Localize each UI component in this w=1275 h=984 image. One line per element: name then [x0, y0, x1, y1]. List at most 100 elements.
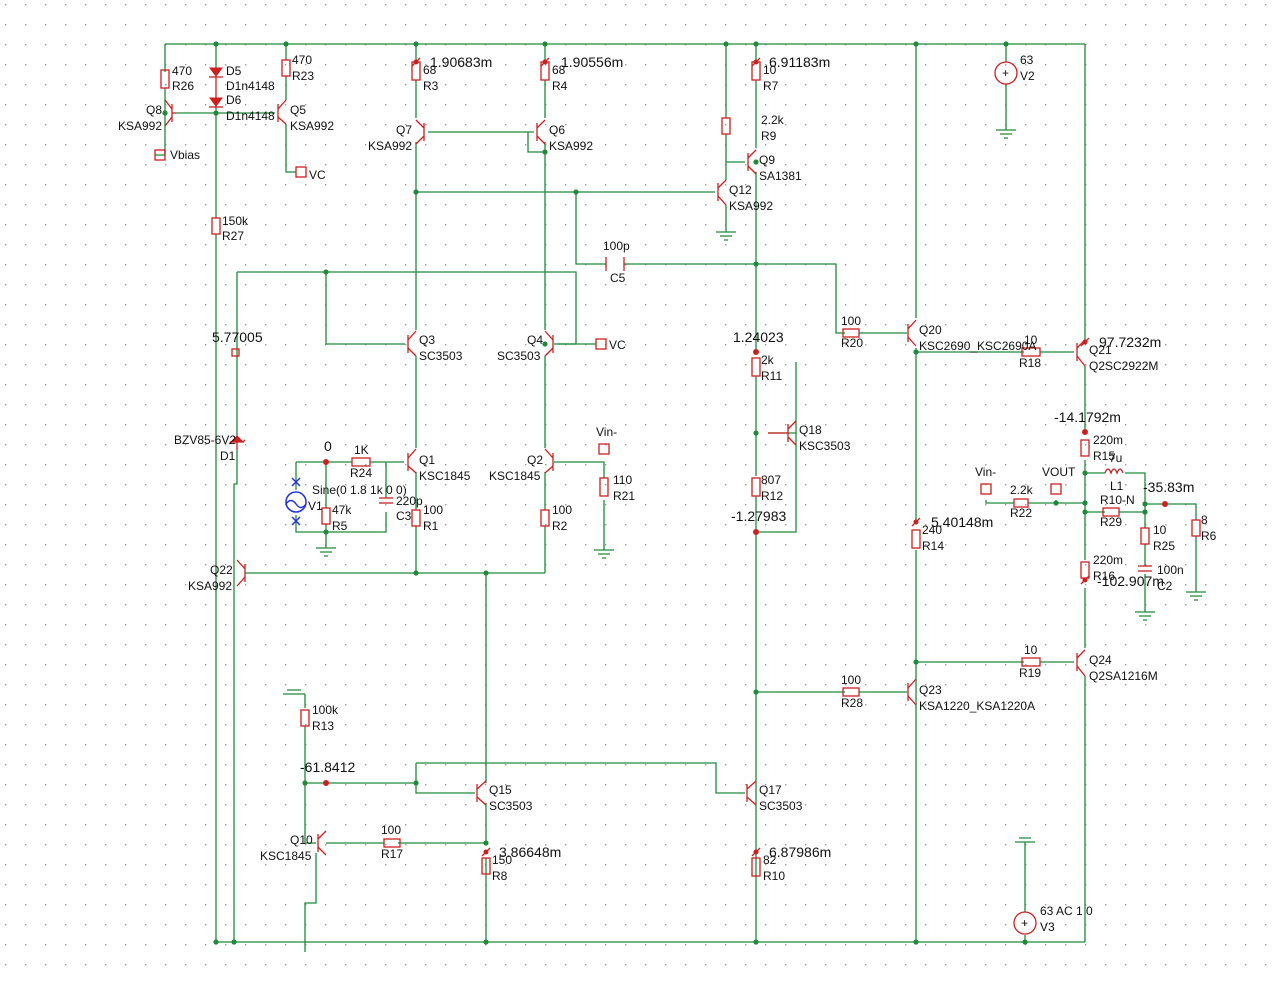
- component-label: 807: [761, 473, 781, 487]
- component-label: 63 AC 1 0: [1040, 904, 1093, 918]
- inductor-L1[interactable]: [1104, 468, 1124, 475]
- component-label: KSA1220_KSA1220A: [919, 699, 1035, 713]
- component-label: Q6: [549, 123, 565, 137]
- probe-markers: [323, 57, 1168, 857]
- component-label: 220p: [396, 494, 423, 508]
- component-label: D1n4148: [226, 109, 275, 123]
- component-label: Vin-: [596, 425, 617, 439]
- resistors[interactable]: [160, 59, 1201, 877]
- component-label: 470: [172, 64, 192, 78]
- component-label: KSA992: [118, 119, 162, 133]
- probe-value: 3.86648m: [499, 844, 561, 860]
- probe-value: 1.24023: [733, 329, 784, 345]
- component-label: KSA992: [549, 139, 593, 153]
- component-label: 7u: [1109, 451, 1122, 465]
- component-label: 100: [552, 503, 572, 517]
- transistors[interactable]: [164, 99, 1086, 856]
- svg-text:+: +: [1021, 916, 1028, 930]
- component-label: V3: [1040, 920, 1055, 934]
- component-label: 68: [552, 63, 566, 77]
- probe-value: 5.77005: [212, 329, 263, 345]
- probe-values: 1.90683m 1.90556m 6.91183m 5.77005 1.24023 97…: [212, 54, 1194, 860]
- component-label: SC3503: [489, 799, 533, 813]
- component-label: R27: [222, 229, 244, 243]
- component-label: R10: [763, 869, 785, 883]
- component-label: 150k: [222, 214, 249, 228]
- component-label: 100: [381, 823, 401, 837]
- component-label: Q23: [919, 683, 942, 697]
- component-label: 100p: [603, 239, 630, 253]
- wires: [155, 43, 1197, 952]
- component-label: 100: [423, 503, 443, 517]
- component-label: Q1: [419, 453, 435, 467]
- probe-value: -14.1792m: [1054, 409, 1121, 425]
- component-label: R7: [763, 79, 779, 93]
- capacitors[interactable]: [379, 257, 1152, 572]
- component-label: KSA992: [368, 139, 412, 153]
- component-label: Q17: [759, 783, 782, 797]
- probe-value: -102.907m: [1097, 573, 1164, 589]
- component-label: C2: [1157, 579, 1173, 593]
- component-label: 47k: [332, 503, 352, 517]
- component-label: 63: [1020, 53, 1034, 67]
- component-label: Q20: [919, 323, 942, 337]
- component-label: 100: [841, 314, 861, 328]
- component-label: 150: [492, 853, 512, 867]
- component-label: Q22: [210, 563, 233, 577]
- component-label: D1: [220, 449, 236, 463]
- component-label: KSC1845: [260, 849, 312, 863]
- component-label: 220m: [1093, 433, 1123, 447]
- component-label: Q5: [290, 103, 306, 117]
- component-label: KSA992: [729, 199, 773, 213]
- probe-value: 1.90683m: [430, 54, 492, 70]
- component-label: SA1381: [759, 169, 802, 183]
- junctions: [162, 41, 1148, 945]
- component-label: R2: [552, 519, 568, 533]
- component-label: Q4: [527, 333, 543, 347]
- component-label: D6: [226, 93, 242, 107]
- component-label: R10-N: [1100, 493, 1135, 507]
- component-label: 2k: [761, 353, 775, 367]
- component-label: Q24: [1089, 653, 1112, 667]
- probe-value: 6.91183m: [769, 54, 830, 70]
- component-label: Q7: [396, 123, 412, 137]
- component-label: R26: [172, 79, 194, 93]
- probe-value: 1.90556m: [561, 54, 623, 70]
- component-label: SC3503: [419, 349, 463, 363]
- component-label: 220m: [1093, 553, 1123, 567]
- component-label: SC3503: [759, 799, 803, 813]
- component-label: 100n: [1157, 563, 1184, 577]
- component-label: Q2SA1216M: [1089, 669, 1158, 683]
- component-label: R11: [761, 369, 782, 383]
- component-label: 82: [763, 853, 777, 867]
- component-label: 240: [922, 523, 942, 537]
- net-label-pins[interactable]: [154, 149, 1062, 495]
- component-label: R5: [332, 519, 348, 533]
- component-label: R28: [841, 696, 863, 710]
- diodes[interactable]: [209, 67, 246, 450]
- component-label: R3: [423, 79, 439, 93]
- component-label: Q12: [729, 183, 752, 197]
- component-label: R4: [552, 79, 568, 93]
- component-label: R8: [492, 869, 508, 883]
- component-label: R1: [423, 519, 439, 533]
- component-label: Vbias: [170, 148, 200, 162]
- voltage-sources[interactable]: + +: [285, 61, 1037, 935]
- component-label: C3: [396, 509, 412, 523]
- component-label: 2.2k: [1010, 483, 1034, 497]
- component-label: KSA992: [188, 579, 232, 593]
- component-label: Q18: [799, 423, 822, 437]
- component-label: Q2: [527, 453, 543, 467]
- component-label: Vin-: [975, 465, 996, 479]
- probe-value: 97.7232m: [1099, 334, 1161, 350]
- component-label: 100k: [312, 703, 339, 717]
- probe-value: 0: [324, 438, 332, 454]
- component-label: R6: [1201, 529, 1217, 543]
- component-label: Q9: [759, 153, 775, 167]
- component-label: KSC3503: [799, 439, 851, 453]
- component-label: 8: [1201, 513, 1208, 527]
- component-label: 10: [1024, 643, 1038, 657]
- component-label: Q21: [1089, 343, 1112, 357]
